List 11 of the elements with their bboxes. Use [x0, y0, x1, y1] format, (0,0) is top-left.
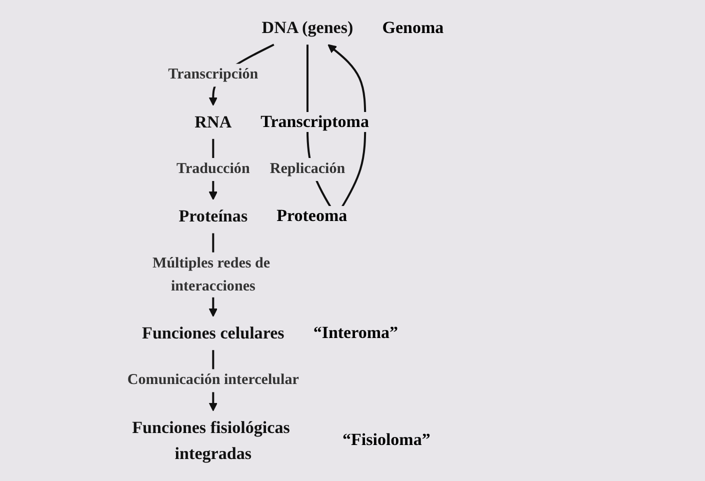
edge-label: Replicación — [270, 161, 346, 178]
edge-label: Comunicación intercelular — [127, 372, 299, 388]
edge-label: Múltiples redes de interacciones — [152, 255, 270, 294]
edge-label: Transcripción — [168, 66, 258, 83]
level-name: Transcriptoma — [258, 112, 372, 132]
node-text: DNA (genes) — [262, 18, 354, 38]
node-text: RNA — [194, 112, 232, 132]
node-text: Proteínas — [178, 206, 248, 226]
node-text: Funciones celulares — [142, 324, 284, 343]
edge-label: Traducción — [176, 161, 250, 178]
node-text: Funciones fisiológicas integradas — [132, 418, 290, 462]
